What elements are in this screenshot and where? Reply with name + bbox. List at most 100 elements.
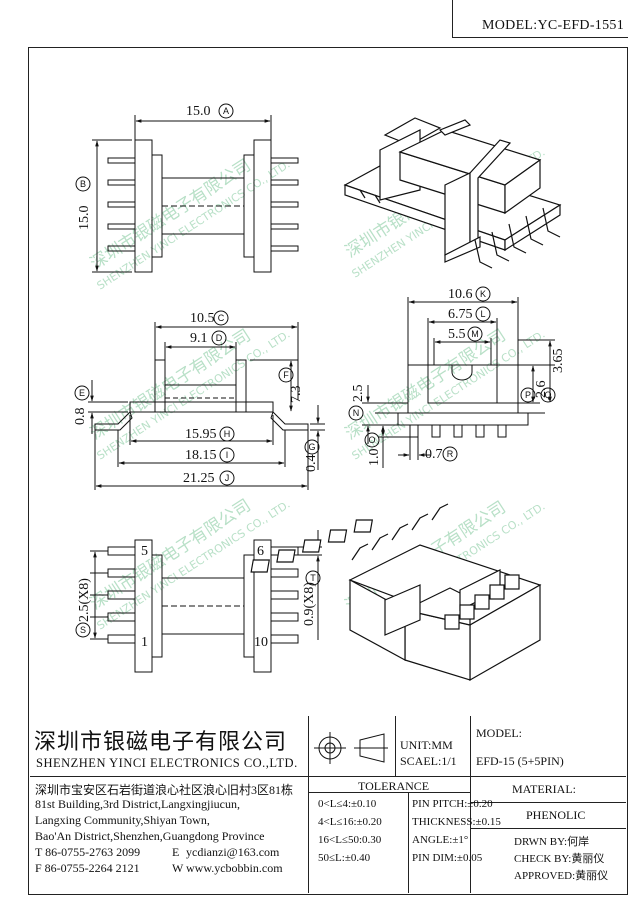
tb-rule [470, 802, 626, 803]
material-value: PHENOLIC [526, 808, 586, 822]
tag-q-circle [540, 387, 556, 403]
drawn-by: DRWN BY:何岸 [514, 836, 590, 848]
model-header: MODEL: [476, 726, 522, 740]
pin-label-10: 10 [254, 635, 268, 650]
watermark-cn-1: 深圳市银磁电子有限公司 [87, 156, 255, 275]
bottom-view [90, 530, 322, 673]
tag-s: S [80, 625, 86, 635]
approved-by: APPROVED:黄丽仪 [514, 870, 609, 882]
tag-l: L [480, 309, 485, 319]
tag-d-circle [211, 330, 227, 346]
model-value: EFD-15 (5+5PIN) [476, 754, 564, 768]
email-label: E [172, 845, 180, 859]
dim-end-k: 10.6 [448, 287, 473, 302]
dim-side-j: 21.25 [183, 471, 215, 486]
pin-label-1: 1 [141, 635, 148, 650]
projection-symbol-icon [314, 732, 388, 764]
tag-o: O [368, 435, 375, 445]
dim-end-o: 1.0 [367, 449, 382, 467]
tb-rule [30, 776, 626, 777]
tag-b: B [80, 179, 86, 189]
tolerance-3: 16<L≤50:0.30 [318, 834, 382, 846]
tag-s-circle [75, 622, 91, 638]
tag-j: J [225, 473, 230, 483]
dim-end-l: 6.75 [448, 307, 473, 322]
tag-f-circle [278, 367, 294, 383]
scale: SCAEL:1/1 [400, 754, 457, 768]
web-label: W [172, 861, 184, 875]
tag-e: E [79, 388, 85, 398]
dim-end-r: 0.7 [425, 447, 443, 462]
tag-k-circle [475, 286, 491, 302]
unit: UNIT:MM [400, 738, 453, 752]
tolerance-4: 50≤L:±0.40 [318, 852, 371, 864]
tag-c: C [218, 313, 225, 323]
fax: F 86-0755-2264 2121 [35, 861, 140, 875]
tb-rule [408, 792, 409, 893]
tag-f: F [283, 370, 289, 380]
tag-b-circle [75, 176, 91, 192]
iso-view-top [343, 117, 562, 269]
tag-m: M [471, 329, 479, 339]
side-view [88, 322, 325, 490]
company-name-en: SHENZHEN YINCI ELECTRONICS CO.,LTD. [36, 756, 298, 770]
dim-side-h: 15.95 [185, 427, 217, 442]
tolerance-header: TOLERANCE [358, 779, 430, 793]
dim-side-g: 0.4 [304, 455, 319, 473]
tb-rule [308, 716, 309, 893]
pin-label-5: 5 [141, 544, 148, 559]
dim-side-i: 18.15 [185, 448, 217, 463]
tag-h-circle [219, 426, 235, 442]
tag-i-circle [219, 447, 235, 463]
dim-side-c: 10.5 [190, 311, 215, 326]
website: www.ycbobbin.com [186, 861, 283, 875]
tag-n: N [353, 408, 360, 418]
tag-n-circle [348, 405, 364, 421]
check-by: CHECK BY:黄丽仪 [514, 853, 605, 865]
dim-top-height: 15.0 [77, 206, 92, 231]
material-header: MATERIAL: [512, 782, 576, 796]
tag-r-circle [442, 446, 458, 462]
tag-p: P [525, 390, 531, 400]
dim-end-m: 5.5 [448, 327, 466, 342]
pin-label-6: 6 [257, 544, 264, 559]
tag-o-circle [364, 432, 380, 448]
tag-m-circle [467, 326, 483, 342]
tb-rule [395, 716, 396, 776]
tag-g-circle [304, 439, 320, 455]
tag-i: I [226, 450, 229, 460]
end-view [362, 297, 555, 468]
dim-end-q: 3.65 [551, 349, 566, 374]
tag-d: D [216, 333, 223, 343]
pin-dim: PIN DIM:±0.05 [412, 852, 483, 864]
tag-p-circle [520, 387, 536, 403]
tag-t: T [310, 573, 316, 583]
tag-q: Q [544, 390, 551, 400]
tag-c-circle [213, 310, 229, 326]
dim-bot-t: 0.9(X8) [302, 582, 317, 626]
top-view [92, 115, 299, 273]
tb-rule [308, 792, 470, 793]
model-header-box: MODEL:YC-EFD-1551 [452, 0, 628, 38]
tag-a: A [223, 106, 229, 116]
address-en-2: Langxing Community,Shiyan Town, [35, 813, 210, 827]
dim-side-f: 7.3 [289, 386, 304, 404]
tag-e-circle [74, 385, 90, 401]
tb-rule [470, 828, 626, 829]
watermark-en-3: SHENZHEN YINCI ELECTRONICS CO., LTD. [95, 328, 293, 463]
drawing-frame [28, 47, 628, 895]
dim-side-d: 9.1 [190, 331, 208, 346]
telephone: T 86-0755-2763 2099 [35, 845, 141, 859]
dim-bot-s: 2.5(X8) [77, 578, 92, 622]
dim-end-n: 2.5 [351, 385, 366, 403]
tag-g: G [308, 442, 315, 452]
angle: ANGLE:±1° [412, 834, 469, 846]
address-en-3: Bao'An District,Shenzhen,Guangdong Provi… [35, 829, 265, 843]
tag-h: H [224, 429, 231, 439]
dim-side-e: 0.8 [73, 408, 88, 426]
dim-end-p: 2.6 [534, 381, 549, 399]
address-en-1: 81st Building,3rd District,Langxingjiucu… [35, 797, 240, 811]
tag-j-circle [219, 470, 235, 486]
tolerance-2: 4<L≤16:±0.20 [318, 816, 382, 828]
